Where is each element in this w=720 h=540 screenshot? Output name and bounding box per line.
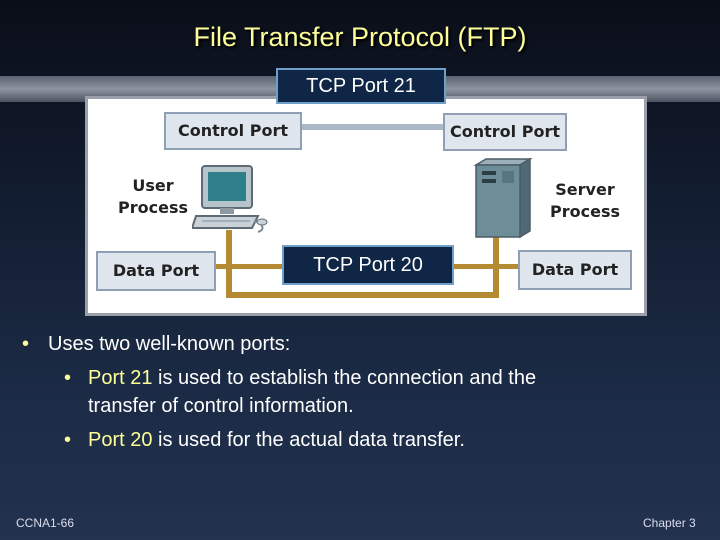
tcp-port-21-label: TCP Port 21 xyxy=(276,68,446,104)
footer-chapter: Chapter 3 xyxy=(643,516,696,530)
slide-title: File Transfer Protocol (FTP) xyxy=(193,22,527,52)
data-link-right-stub xyxy=(450,264,518,269)
tcp-port-20-label: TCP Port 20 xyxy=(282,245,454,285)
user-process-label: User Process xyxy=(118,176,188,217)
bullet-sub-port21: • Port 21 is used to establish the conne… xyxy=(18,364,708,420)
port-21-highlight: Port 21 xyxy=(88,367,153,389)
desktop-computer-icon xyxy=(192,165,268,233)
bullet-main: • Uses two well-known ports: xyxy=(18,330,708,358)
client-data-port: Data Port xyxy=(96,251,216,291)
bullet-sub-port20: • Port 20 is used for the actual data tr… xyxy=(18,426,708,454)
server-control-port: Control Port xyxy=(443,113,567,151)
bullet-dot: • xyxy=(64,429,72,451)
bullet-list: • Uses two well-known ports: • Port 21 i… xyxy=(18,330,708,454)
footer-slide-id: CCNA1-66 xyxy=(16,516,75,530)
client-control-port: Control Port xyxy=(164,112,302,150)
control-connection-line xyxy=(298,124,444,130)
port-20-highlight: Port 20 xyxy=(88,429,153,451)
network-cable-horizontal xyxy=(226,292,499,298)
server-tower-icon xyxy=(473,157,533,239)
server-process-label: Server Process xyxy=(550,180,620,221)
data-link-left-stub xyxy=(212,264,282,269)
bullet-dot: • xyxy=(22,333,30,355)
bullet-dot: • xyxy=(64,367,72,389)
server-data-port: Data Port xyxy=(518,250,632,290)
